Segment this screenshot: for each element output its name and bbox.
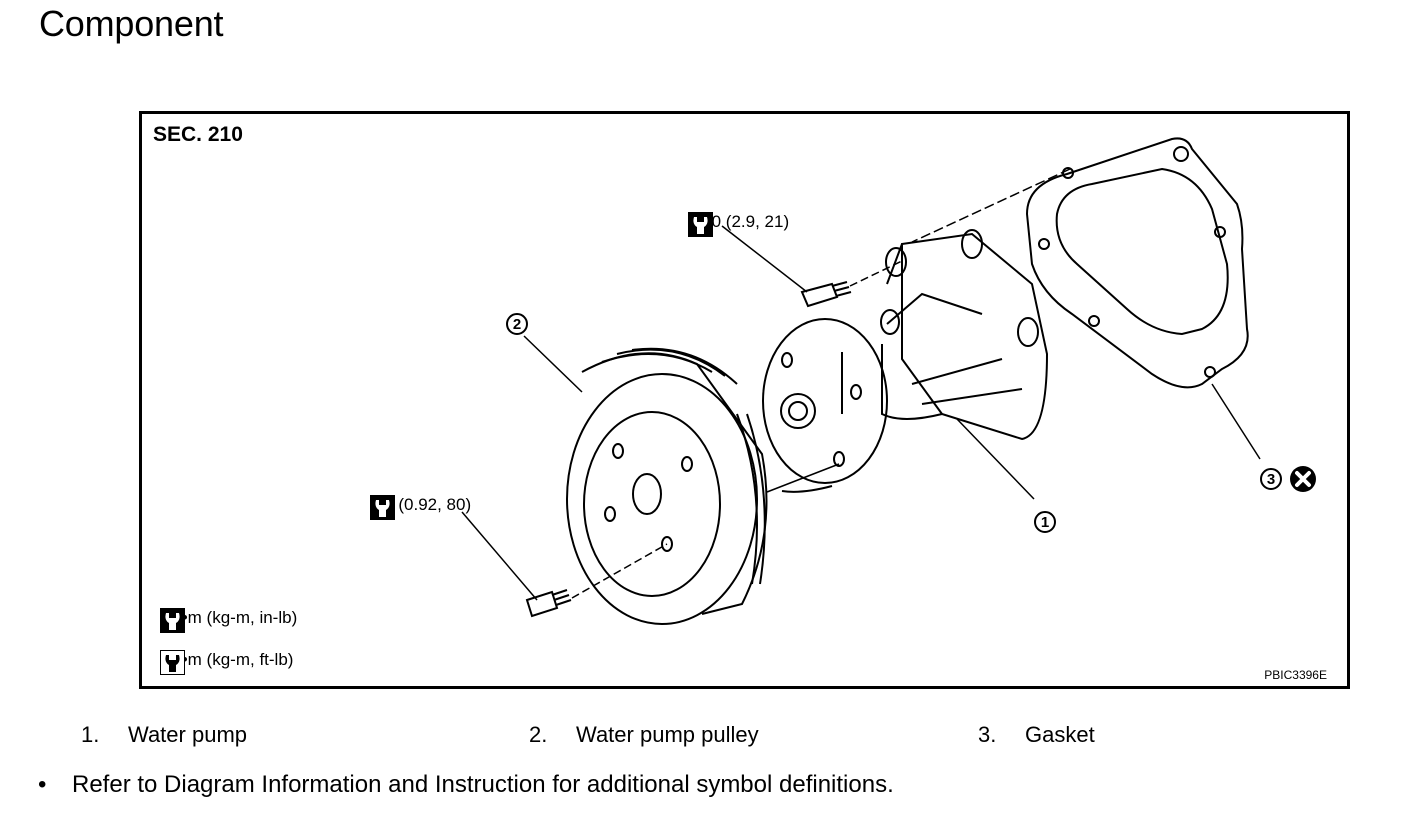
part-number: 2. [529,722,548,747]
callout-3: 3 [1260,468,1282,490]
gasket-drawing [1025,137,1249,389]
upper-bolt-drawing [800,281,852,308]
section-label: SEC. 210 [153,123,243,146]
water-pump-drawing [762,229,1049,493]
callout-1: 1 [1034,511,1056,533]
part-item: 1. Water pump [81,722,247,748]
circle-x-icon [1290,466,1316,492]
part-name: Water pump pulley [576,722,759,747]
part-item: 2. Water pump pulley [529,722,759,748]
torque-spec-upper: 28.0 (2.9, 21) [688,212,790,237]
torque-value-pulley: 9.0 (0.92, 80) [370,495,472,514]
part-name: Gasket [1025,722,1095,747]
pulley-bolt-drawing [525,589,572,618]
pulley-drawing [566,347,768,625]
figure-code: PBIC3396E [1264,668,1327,682]
legend-text-ftlb: : N•m (kg-m, ft-lb) [160,650,294,669]
reference-note: • Refer to Diagram Information and Instr… [38,771,894,799]
parts-list: 1. Water pump 2. Water pump pulley 3. Ga… [0,722,1408,756]
part-number: 1. [81,722,100,747]
callout-2: 2 [506,313,528,335]
legend-item-inlb: : N•m (kg-m, in-lb) [160,608,298,633]
legend-text-inlb: : N•m (kg-m, in-lb) [160,608,298,627]
torque-wrench-icon [688,212,713,237]
part-name: Water pump [128,722,248,747]
legend-item-ftlb: : N•m (kg-m, ft-lb) [160,650,294,675]
torque-wrench-icon [160,650,185,675]
part-number: 3. [978,722,997,747]
diagram-drawing [461,137,1261,625]
torque-spec-pulley: 9.0 (0.92, 80) [370,495,472,520]
torque-value-upper: 28.0 (2.9, 21) [688,212,790,231]
note-text: Refer to Diagram Information and Instruc… [72,771,894,798]
component-diagram: SEC. 210 28.0 (2.9, 21) 9.0 (0.92, 80) 2… [139,111,1350,689]
torque-wrench-icon [370,495,395,520]
note-bullet: • [38,771,47,798]
torque-wrench-icon [160,608,185,633]
page-heading: Component [39,3,224,44]
part-item: 3. Gasket [978,722,1095,748]
